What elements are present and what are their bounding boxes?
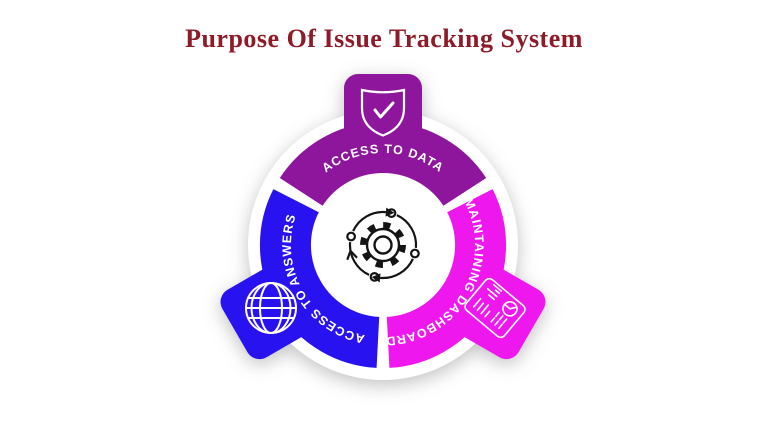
page-title: Purpose Of Issue Tracking System bbox=[185, 24, 583, 53]
dashboard-report-icon bbox=[464, 277, 526, 339]
gear-process-icon bbox=[346, 207, 420, 283]
shield-check-icon bbox=[360, 88, 406, 137]
segment-arc-access-to-answers bbox=[259, 189, 381, 368]
segment-arc-maintaining-dashboard bbox=[385, 189, 507, 368]
segment-arc-access-to-data bbox=[279, 121, 487, 207]
globe-icon bbox=[245, 282, 297, 334]
